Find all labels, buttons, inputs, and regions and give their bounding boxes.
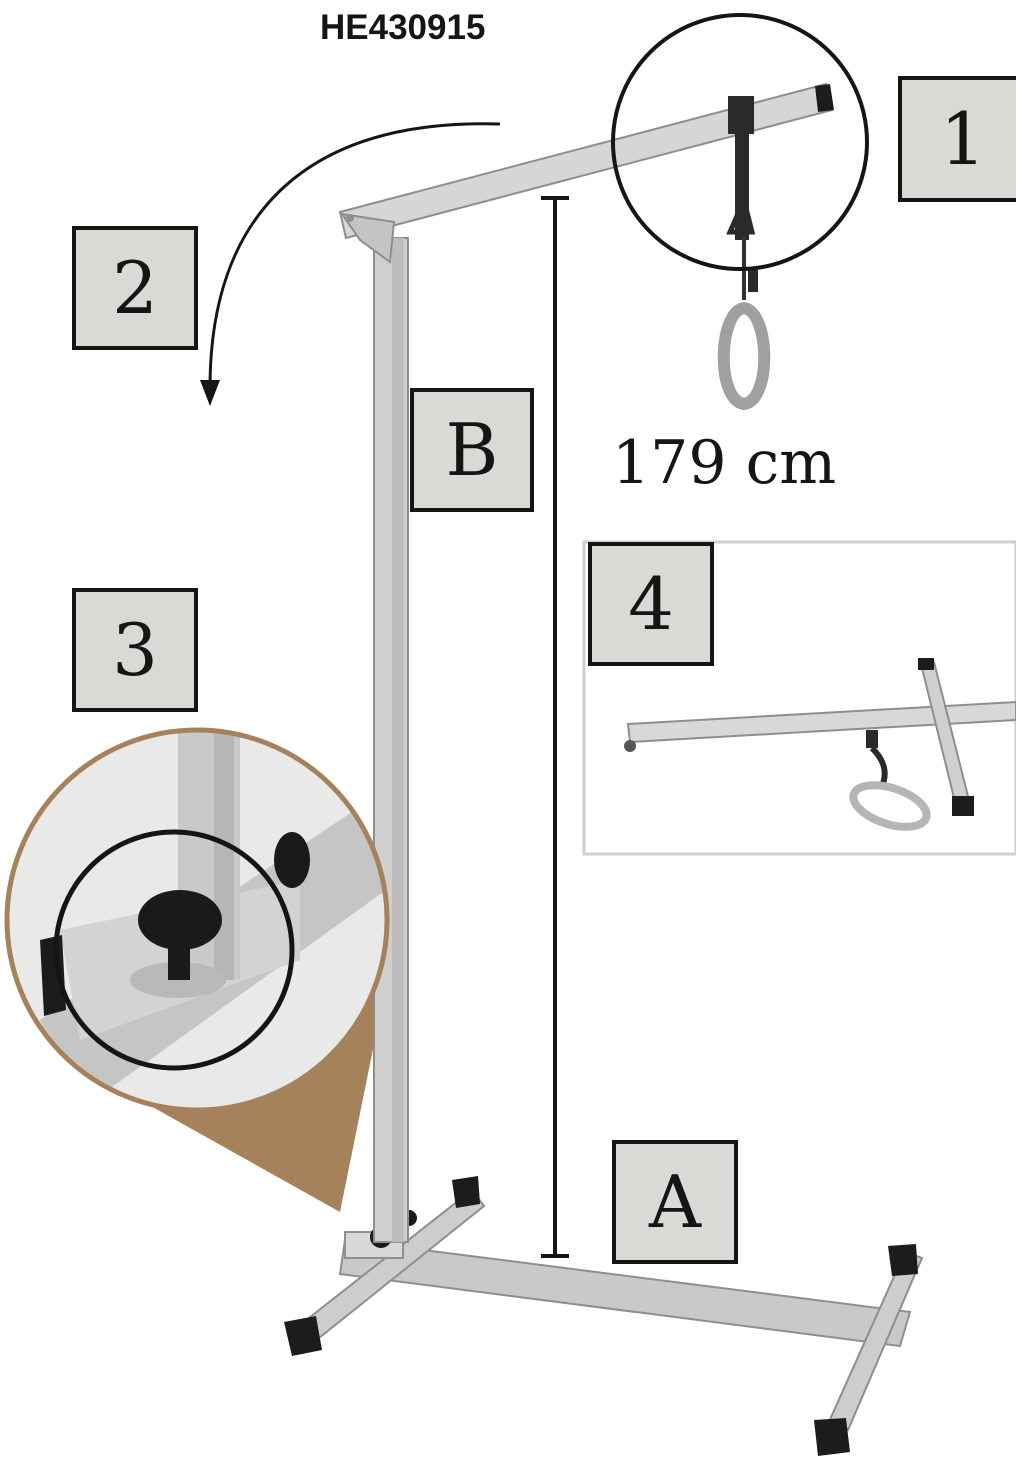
- detail-circle-3: [53, 829, 295, 1071]
- strap-handle: [717, 96, 771, 411]
- step-2-label: 2: [72, 226, 198, 350]
- zoom-detail-3: [4, 727, 390, 1113]
- stand-base: [284, 1176, 924, 1456]
- stand-top-arm: [338, 82, 834, 264]
- step-4-label: 4: [588, 542, 714, 666]
- stand-post: [373, 237, 409, 1243]
- step-1-label: 1: [898, 76, 1016, 202]
- part-a-label: A: [612, 1140, 738, 1264]
- rotate-arrow: [200, 122, 501, 406]
- part-b-label: B: [410, 388, 534, 512]
- height-dimension-line: [541, 196, 569, 1258]
- foot-cap: [888, 1244, 918, 1276]
- detail-circle-1: [611, 13, 869, 271]
- foot-cap: [452, 1176, 480, 1208]
- foot-cap: [814, 1418, 850, 1456]
- product-code: HE430915: [320, 8, 486, 47]
- height-measurement: 179 cm: [612, 428, 837, 498]
- foot-cap: [284, 1316, 322, 1356]
- step-3-label: 3: [72, 588, 198, 712]
